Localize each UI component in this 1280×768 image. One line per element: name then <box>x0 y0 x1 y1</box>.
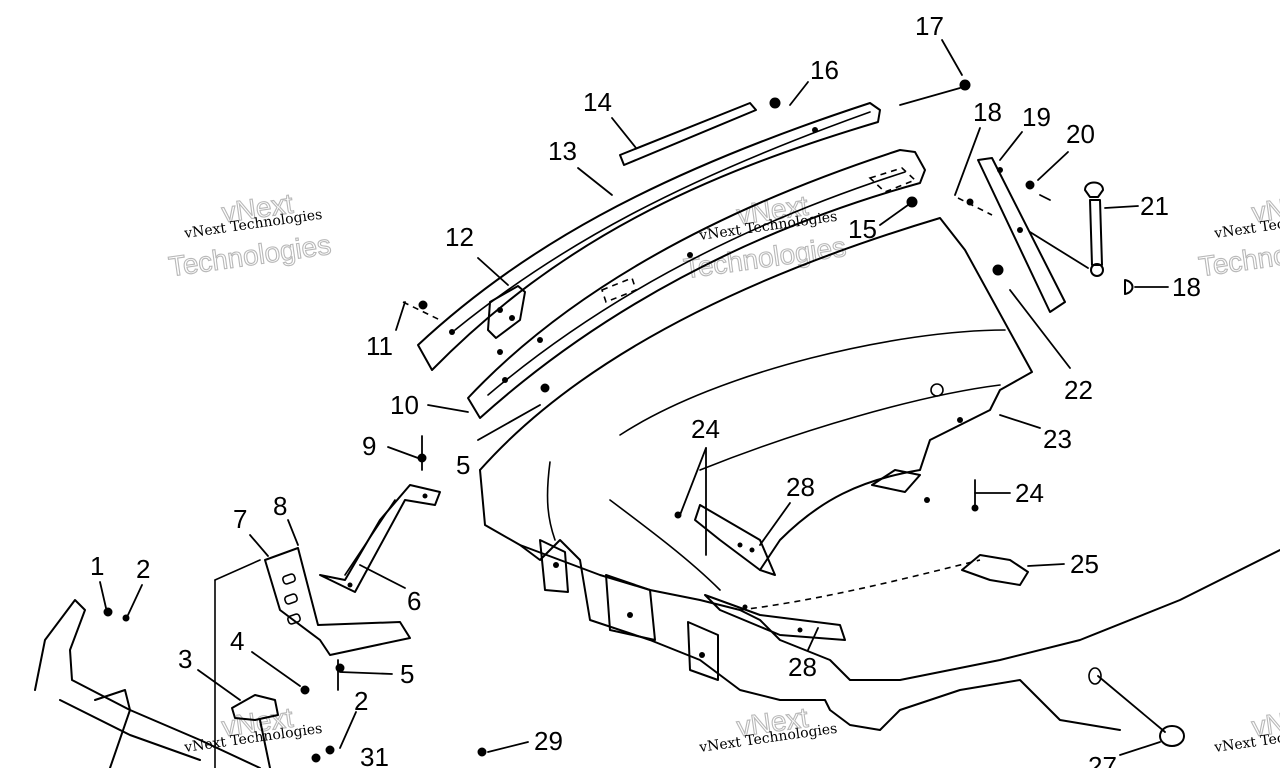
callout-27: 27 <box>1088 751 1117 768</box>
watermark: vNext vNext Technologies Technologies vN… <box>166 187 1280 756</box>
part-10-panel <box>467 149 926 419</box>
part-1-frame <box>34 559 261 768</box>
part-14-strip <box>619 102 757 166</box>
callout-11: 11 <box>366 331 393 361</box>
callout-6: 6 <box>407 586 421 616</box>
leader-lines <box>99 39 1169 756</box>
callout-29: 29 <box>534 726 563 756</box>
callout-8: 8 <box>273 491 287 521</box>
callout-20: 20 <box>1066 119 1095 149</box>
callout-24b: 24 <box>1015 478 1044 508</box>
callout-4: 4 <box>230 626 244 656</box>
callout-28: 28 <box>786 472 815 502</box>
callout-28b: 28 <box>788 652 817 682</box>
lower-body-front <box>479 461 1280 731</box>
part-28-bracket-lower <box>704 594 846 641</box>
callout-15: 15 <box>848 214 877 244</box>
callout-5b: 5 <box>456 450 470 480</box>
part-25-bracket <box>961 554 1029 586</box>
callout-31: 31 <box>360 742 389 768</box>
callout-7: 7 <box>233 504 247 534</box>
callout-9: 9 <box>362 431 376 461</box>
part-28-bracket-upper <box>694 504 776 576</box>
callout-24: 24 <box>691 414 720 444</box>
callout-5: 5 <box>400 659 414 689</box>
part-23-hood <box>479 217 1033 571</box>
callout-19: 19 <box>1022 102 1051 132</box>
callout-10: 10 <box>390 390 419 420</box>
callout-14: 14 <box>583 87 612 117</box>
callout-22: 22 <box>1064 375 1093 405</box>
callout-18b: 18 <box>1172 272 1201 302</box>
part-22-strap <box>977 157 1066 313</box>
callout-2b: 2 <box>354 686 368 716</box>
part-21-pin <box>1084 181 1134 295</box>
callout-16: 16 <box>810 55 839 85</box>
callout-23: 23 <box>1043 424 1072 454</box>
callout-1: 1 <box>90 551 104 581</box>
callout-21: 21 <box>1140 191 1169 221</box>
callout-25: 25 <box>1070 549 1099 579</box>
callout-12: 12 <box>445 222 474 252</box>
callout-17: 17 <box>915 11 944 41</box>
part-7-bracket <box>264 547 411 656</box>
callout-2: 2 <box>136 554 150 584</box>
part-12-plate <box>487 285 526 339</box>
callout-labels: 1 2 3 4 2 31 5 6 7 8 9 5 10 11 12 13 14 … <box>90 11 1201 768</box>
callout-13: 13 <box>548 136 577 166</box>
part-3-clamp <box>231 694 279 768</box>
callout-3: 3 <box>178 644 192 674</box>
part-6-bracket <box>319 484 441 593</box>
callout-18: 18 <box>973 97 1002 127</box>
